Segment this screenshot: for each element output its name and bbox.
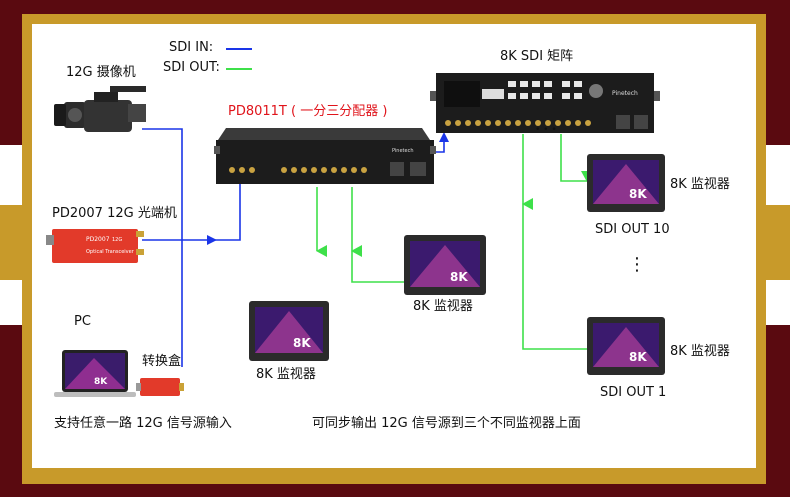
fiber-label: PD2007 12G 光端机 bbox=[52, 206, 177, 221]
monitor-icon: 8K bbox=[587, 154, 665, 212]
matrix-device: Pinetech bbox=[430, 73, 660, 133]
legend-in-line bbox=[226, 48, 252, 50]
fiber-transceiver-icon: PD2007 12G Optical Transceiver bbox=[46, 229, 144, 263]
pc-label: PC bbox=[74, 314, 91, 329]
distributor-title: PD8011T ( 一分三分配器 ) bbox=[228, 104, 388, 119]
connection-lines bbox=[142, 128, 593, 367]
camera-label: 12G 摄像机 bbox=[66, 65, 136, 80]
fiber-model-text: PD2007 bbox=[86, 236, 110, 243]
matrix-out-1b bbox=[522, 204, 592, 350]
fiber-desc-text: Optical Transceiver bbox=[86, 249, 135, 255]
to-distributor-line bbox=[215, 166, 241, 241]
out-line-2b bbox=[351, 251, 404, 283]
sdi-out-10-label: SDI OUT 10 bbox=[595, 222, 670, 237]
monitor-screen-text: 8K bbox=[629, 187, 647, 201]
monitor-label-left: 8K 监视器 bbox=[256, 367, 316, 382]
distributor-brand: Pinetech bbox=[392, 148, 414, 154]
matrix-brand: Pinetech bbox=[612, 90, 638, 97]
monitor-icon: 8K bbox=[587, 317, 665, 375]
monitor-icon: 8K bbox=[249, 301, 329, 361]
monitor-label-out1: 8K 监视器 bbox=[670, 344, 730, 359]
monitor-screen-text: 8K bbox=[293, 336, 311, 350]
converter-box-icon bbox=[136, 378, 184, 396]
matrix-out-10 bbox=[560, 134, 593, 182]
matrix-ellipsis: • • • bbox=[535, 125, 557, 135]
camera-in-line bbox=[142, 128, 183, 240]
distributor-device: Pinetech bbox=[214, 128, 436, 184]
converter-label: 转换盒 bbox=[142, 354, 182, 369]
monitor-label-out10: 8K 监视器 bbox=[670, 177, 730, 192]
legend-out-label: SDI OUT: bbox=[163, 60, 220, 75]
monitor-icon: 8K bbox=[404, 235, 486, 295]
diagram-panel: SDI IN: SDI OUT: 12G 摄像机 PD2007 12G 光端机 … bbox=[32, 24, 756, 468]
output-caption: 可同步输出 12G 信号源到三个不同监视器上面 bbox=[312, 416, 581, 431]
monitor-label-center: 8K 监视器 bbox=[413, 299, 473, 314]
legend-out-line bbox=[226, 68, 252, 70]
vertical-ellipsis: ⋮ bbox=[628, 254, 646, 275]
legend-in-label: SDI IN: bbox=[169, 40, 214, 55]
monitor-screen-text: 8K bbox=[450, 270, 468, 284]
laptop-screen-text: 8K bbox=[94, 377, 108, 387]
camera-icon bbox=[54, 86, 146, 132]
sdi-out-1-label: SDI OUT 1 bbox=[600, 385, 667, 400]
matrix-title: 8K SDI 矩阵 bbox=[500, 49, 574, 64]
monitor-screen-text: 8K bbox=[629, 350, 647, 364]
laptop-icon: 8K bbox=[54, 350, 136, 397]
fiber-tag-text: 12G bbox=[112, 237, 122, 243]
source-caption: 支持任意一路 12G 信号源输入 bbox=[54, 416, 232, 431]
